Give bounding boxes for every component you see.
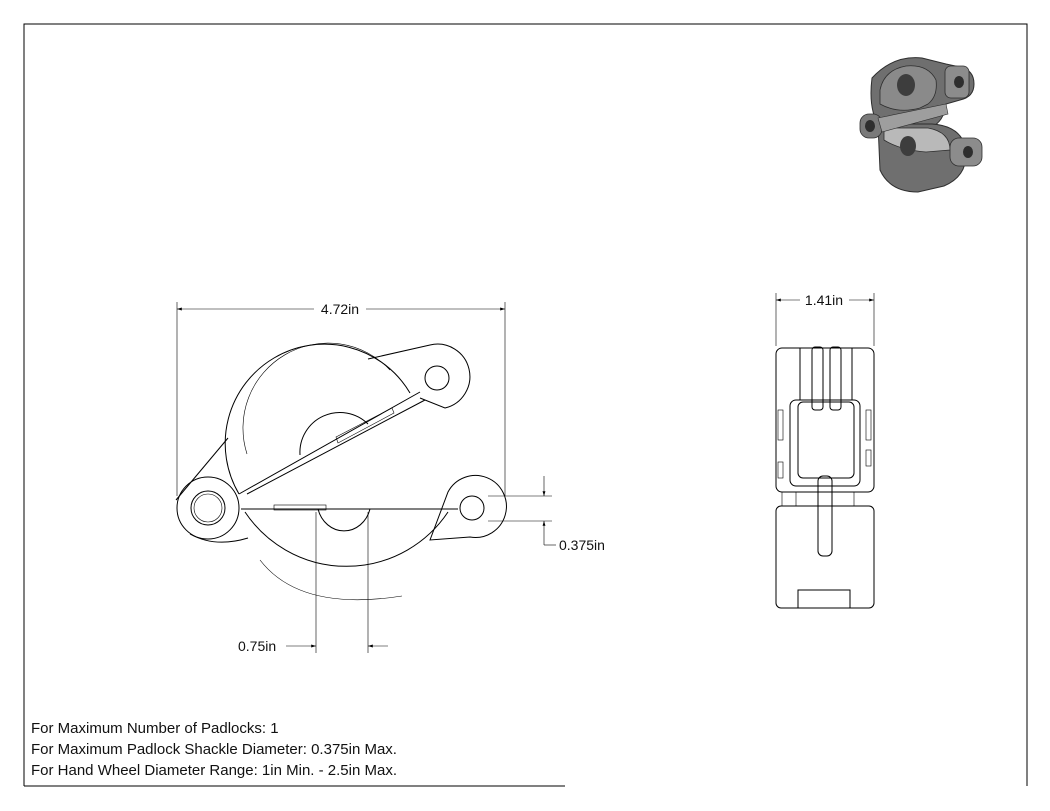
dim-shackle-hole: 0.375in: [559, 537, 605, 553]
side-view: 1.41in: [775, 292, 875, 609]
dim-overall-width: 4.72in: [321, 301, 359, 317]
spec-hand-wheel-range: For Hand Wheel Diameter Range: 1in Min. …: [31, 762, 397, 779]
front-view: 4.72in 0.375in 0.75in: [175, 301, 605, 654]
dim-side-width: 1.41in: [805, 292, 843, 308]
sheet-border: [23, 23, 1028, 786]
spec-shackle-diameter: For Maximum Padlock Shackle Diameter: 0.…: [31, 741, 397, 758]
dim-center-bore: 0.75in: [238, 638, 276, 654]
isometric-view: [859, 57, 983, 193]
spec-max-padlocks: For Maximum Number of Padlocks: 1: [31, 720, 279, 737]
